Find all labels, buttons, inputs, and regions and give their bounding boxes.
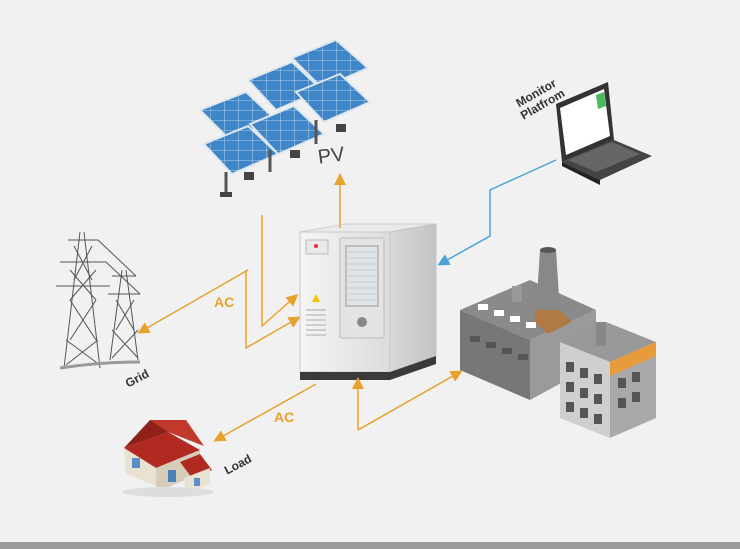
arrow-cabinet-to-load — [213, 383, 317, 442]
house-icon — [122, 420, 214, 497]
pv-label: PV — [316, 143, 347, 169]
grid-tower-icon — [56, 231, 141, 370]
ac-grid-label: AC — [214, 294, 235, 310]
laptop-icon — [556, 82, 652, 185]
data-flow-arrow — [437, 159, 557, 266]
storage-cabinet-icon — [299, 223, 437, 380]
arrow-cabinet-to-grid — [137, 269, 249, 334]
arrow-grid-to-cabinet — [245, 270, 301, 350]
ac-flow-arrows — [137, 173, 463, 442]
ac-load-label: AC — [274, 409, 295, 425]
pv-array-icon — [198, 38, 372, 197]
arrow-cabinet-to-factory — [357, 370, 463, 431]
bottom-bar — [0, 542, 740, 549]
arrow-pv-to-cabinet — [261, 215, 299, 328]
factory-icon — [460, 247, 656, 438]
